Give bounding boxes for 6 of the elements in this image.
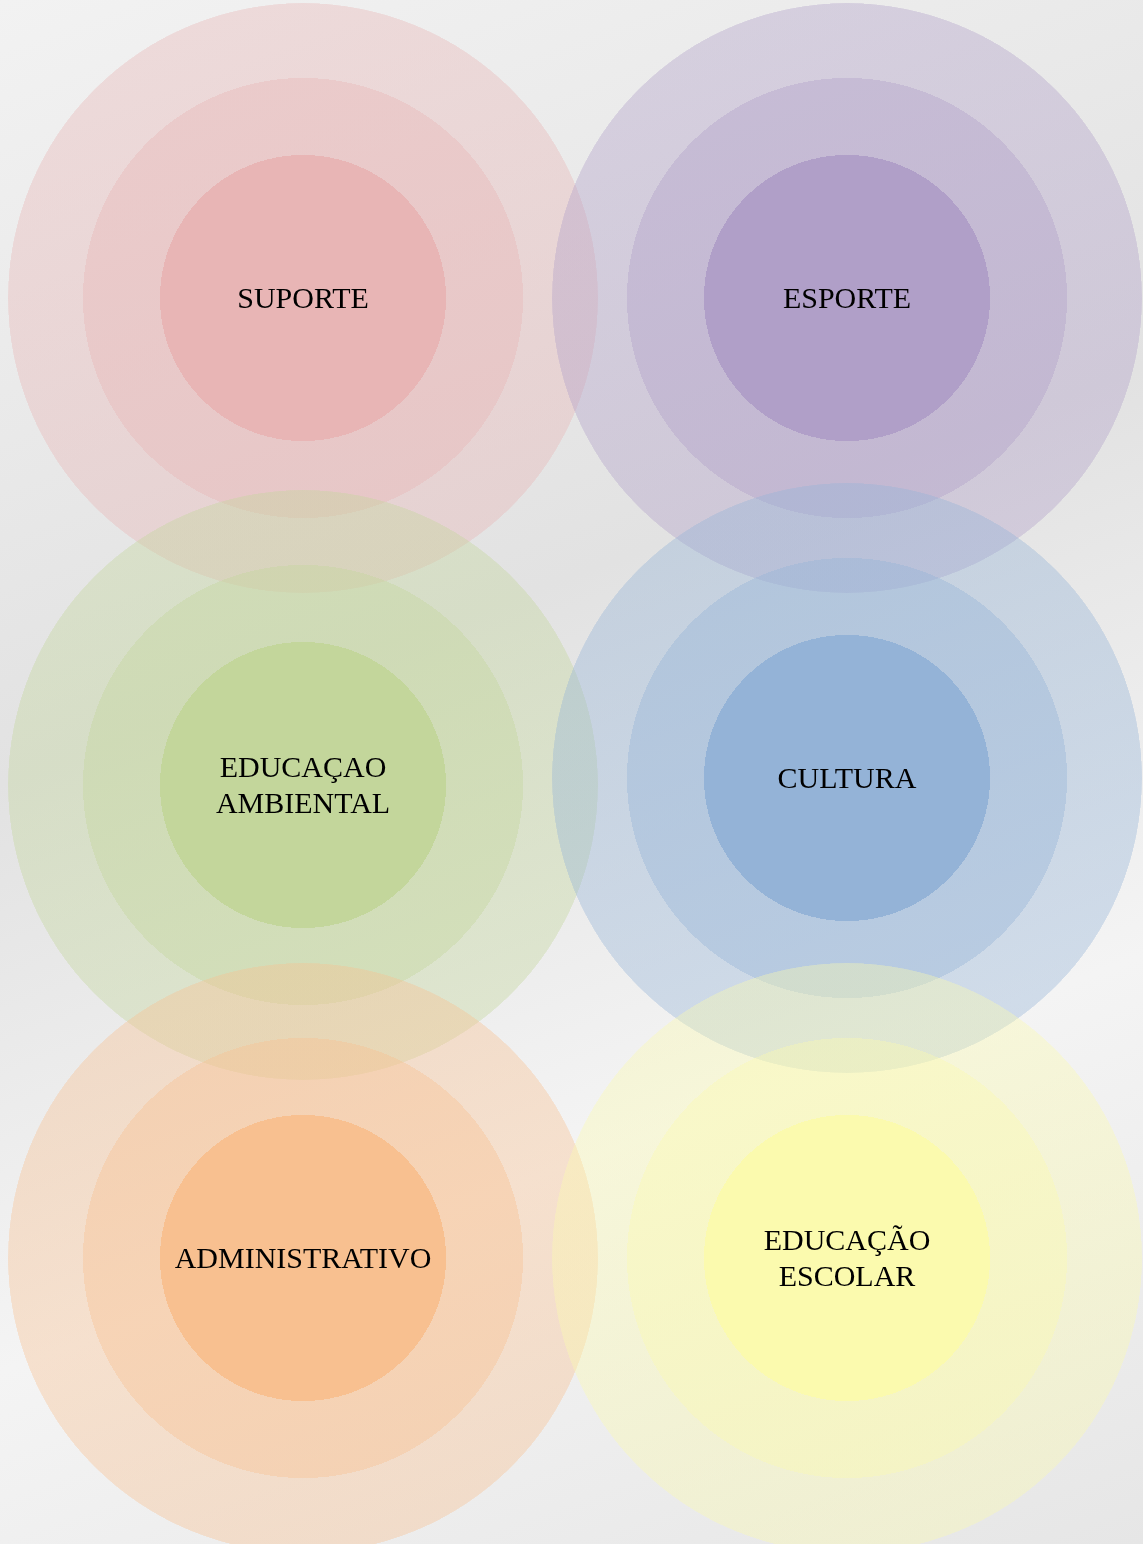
category-label: EDUCAÇAO AMBIENTAL: [214, 749, 392, 821]
category-label: SUPORTE: [236, 280, 370, 316]
category-label: ADMINISTRATIVO: [173, 1240, 433, 1276]
category-label: EDUCAÇÃO ESCOLAR: [762, 1222, 932, 1294]
category-label: ESPORTE: [781, 280, 913, 316]
category-label: CULTURA: [776, 760, 918, 796]
